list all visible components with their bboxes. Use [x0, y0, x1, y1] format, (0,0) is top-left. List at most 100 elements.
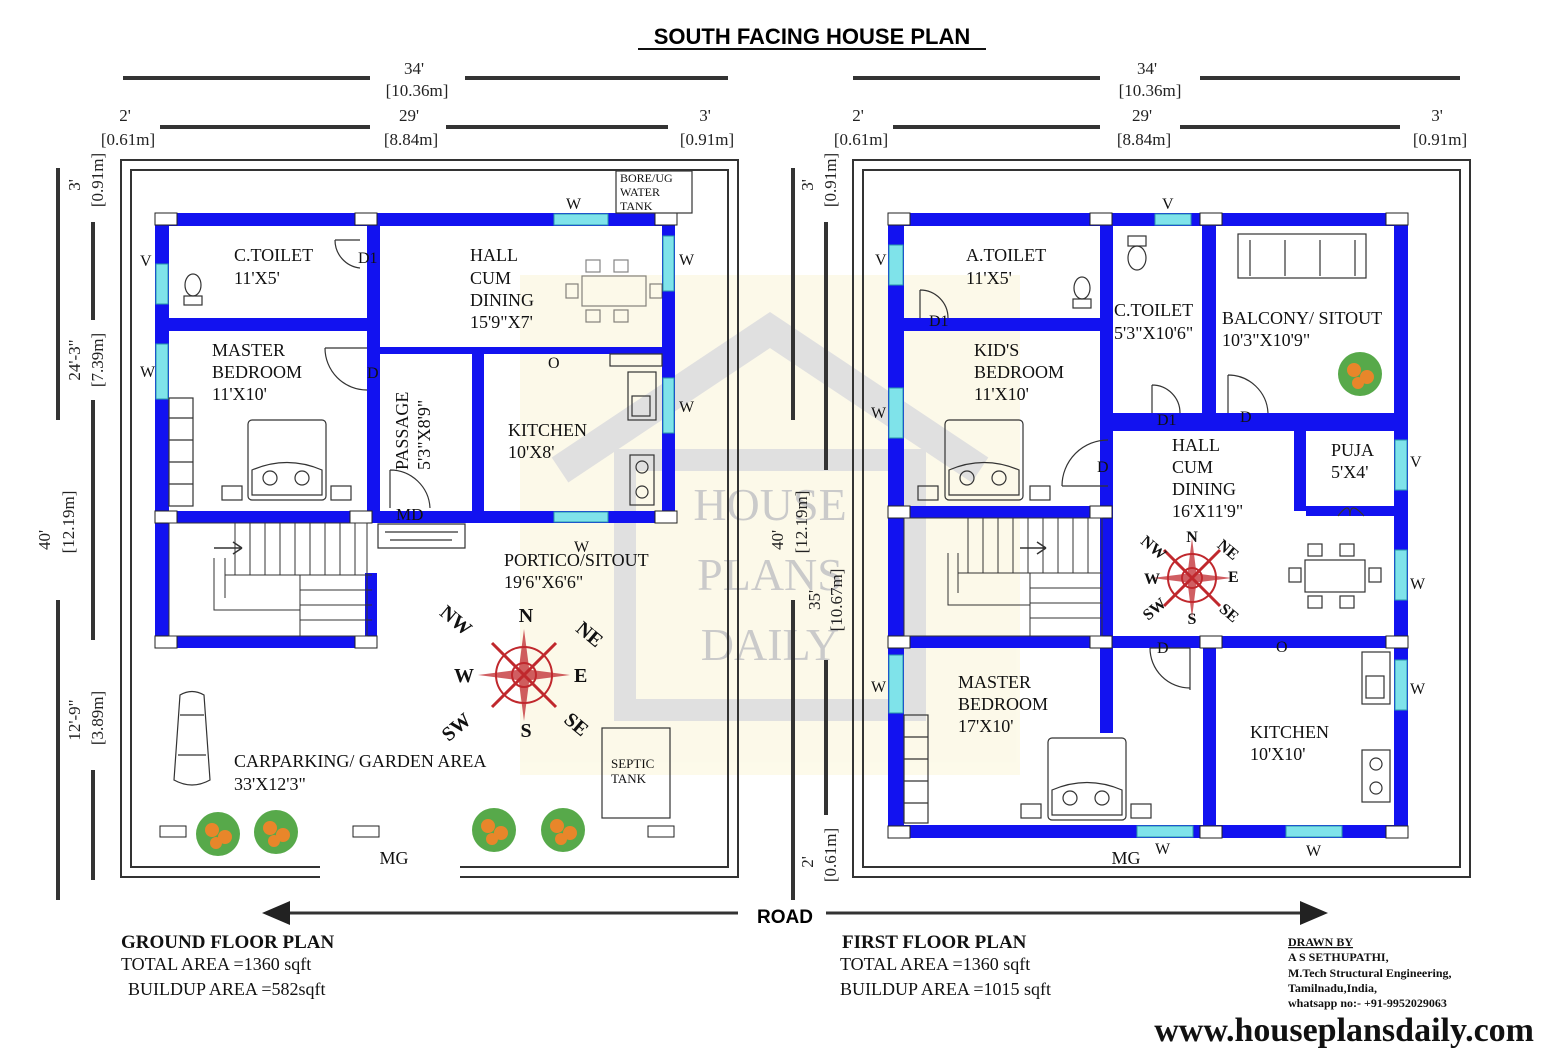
svg-text:[7.39m]: [7.39m] [88, 333, 107, 387]
svg-text:NE: NE [1214, 537, 1242, 564]
svg-text:[0.61m]: [0.61m] [101, 130, 155, 149]
svg-text:17'X10': 17'X10' [958, 716, 1014, 736]
ground-dims-top: 34' [10.36m] 2' [0.61m] 29' [8.84m] 3' [… [101, 59, 734, 149]
svg-text:[0.61m]: [0.61m] [834, 130, 888, 149]
svg-text:3': 3' [699, 106, 711, 125]
svg-text:W: W [679, 399, 695, 416]
svg-text:D: D [1157, 640, 1169, 657]
ground-portico-size: 19'6"X6'6" [504, 572, 583, 592]
svg-text:TANK: TANK [611, 771, 647, 786]
svg-text:W: W [1144, 571, 1160, 588]
ground-staircase [168, 522, 372, 637]
svg-text:V: V [140, 253, 152, 270]
svg-text:24'-3": 24'-3" [65, 339, 84, 380]
svg-text:5'X4': 5'X4' [1331, 462, 1369, 482]
credits-drawn-by: DRAWN BY [1288, 935, 1353, 949]
ground-caption-buildup: BUILDUP AREA =582sqft [128, 979, 326, 999]
ground-caption: GROUND FLOOR PLAN TOTAL AREA =1360 sqft … [121, 932, 335, 999]
ground-hall-size: 15'9"X7' [470, 312, 533, 332]
first-plant [1338, 352, 1382, 396]
svg-text:[0.91m]: [0.91m] [821, 153, 840, 207]
svg-text:3': 3' [1431, 106, 1443, 125]
ground-master-l1: MASTER [212, 340, 285, 360]
watermark: HOUSE PLANS DAILY [520, 275, 1020, 775]
ground-ctoilet-size: 11'X5' [234, 268, 280, 288]
credits-name: A S SETHUPATHI, [1288, 950, 1389, 964]
ground-passage-name: PASSAGE [392, 392, 412, 470]
svg-text:V: V [1410, 454, 1422, 471]
svg-text:[0.91m]: [0.91m] [680, 130, 734, 149]
ground-wc-icon [183, 273, 203, 306]
ground-caption-title: GROUND FLOOR PLAN [121, 932, 335, 953]
svg-text:11'X5': 11'X5' [966, 268, 1012, 288]
svg-text:W: W [454, 665, 474, 687]
ground-parking-name: CARPARKING/ GARDEN AREA [234, 751, 486, 771]
svg-text:[0.91m]: [0.91m] [88, 153, 107, 207]
ground-furniture [168, 170, 693, 819]
svg-text:34': 34' [404, 59, 424, 78]
ground-bed-icon [221, 419, 352, 501]
svg-text:40': 40' [35, 530, 54, 550]
svg-text:SW: SW [438, 709, 476, 746]
svg-text:BALCONY/ SITOUT: BALCONY/ SITOUT [1222, 308, 1382, 328]
first-furniture [903, 233, 1391, 824]
first-bed-kids-icon [917, 419, 1051, 501]
bore-water-tank [615, 170, 693, 214]
ground-master-l2: BEDROOM [212, 362, 302, 382]
svg-text:BORE/UG: BORE/UG [620, 171, 673, 185]
ground-wardrobe-icon [168, 397, 194, 507]
svg-text:[12.19m]: [12.19m] [792, 491, 811, 554]
svg-text:D: D [1240, 409, 1252, 426]
svg-text:10'X10': 10'X10' [1250, 744, 1306, 764]
svg-text:[8.84m]: [8.84m] [384, 130, 438, 149]
first-dining-table-icon [1288, 543, 1382, 609]
svg-text:W: W [566, 196, 582, 213]
ground-hall-l1: HALL [470, 245, 518, 265]
svg-text:W: W [871, 405, 887, 422]
svg-text:29': 29' [399, 106, 419, 125]
svg-text:BEDROOM: BEDROOM [974, 362, 1064, 382]
svg-text:O: O [1276, 639, 1288, 656]
svg-text:W: W [1155, 841, 1171, 858]
svg-text:W: W [574, 539, 590, 556]
svg-text:TANK: TANK [620, 199, 653, 213]
first-compass: N NE E SE S SW W NW [1137, 529, 1242, 628]
svg-text:2': 2' [119, 106, 131, 125]
svg-text:[8.84m]: [8.84m] [1117, 130, 1171, 149]
ground-portico-name: PORTICO/SITOUT [504, 550, 649, 570]
svg-text:11'X10': 11'X10' [974, 384, 1029, 404]
svg-text:S: S [520, 720, 531, 742]
svg-text:40': 40' [768, 530, 787, 550]
svg-text:E: E [574, 665, 587, 687]
first-walls [887, 212, 1409, 839]
svg-text:12'-9": 12'-9" [65, 699, 84, 740]
svg-text:BEDROOM: BEDROOM [958, 694, 1048, 714]
first-caption: FIRST FLOOR PLAN TOTAL AREA =1360 sqft B… [840, 932, 1051, 999]
first-caption-title: FIRST FLOOR PLAN [842, 932, 1027, 953]
svg-text:SW: SW [1140, 595, 1170, 624]
svg-text:NW: NW [1137, 533, 1169, 564]
svg-text:D: D [367, 365, 379, 382]
svg-text:PUJA: PUJA [1331, 440, 1374, 460]
first-stove-icon [1361, 749, 1391, 803]
svg-text:D1: D1 [1157, 412, 1177, 429]
ground-compound-wall: MG [120, 159, 739, 880]
svg-text:E: E [1228, 569, 1239, 586]
svg-text:N: N [519, 605, 534, 627]
ground-ctoilet-name: C.TOILET [234, 245, 313, 265]
svg-text:W: W [871, 679, 887, 696]
ground-passage-size: 5'3"X8'9" [414, 400, 434, 470]
ground-walls [154, 212, 678, 838]
first-main-gate: MG [1111, 848, 1140, 868]
svg-text:10'3"X10'9": 10'3"X10'9" [1222, 330, 1310, 350]
svg-text:DINING: DINING [1172, 479, 1236, 499]
svg-text:[0.91m]: [0.91m] [1413, 130, 1467, 149]
svg-text:34': 34' [1137, 59, 1157, 78]
svg-text:D1: D1 [929, 313, 949, 330]
first-caption-buildup: BUILDUP AREA =1015 sqft [840, 979, 1051, 999]
credits: DRAWN BY A S SETHUPATHI, M.Tech Structur… [1154, 935, 1534, 1049]
first-ctoilet-wc-icon [1127, 235, 1147, 271]
svg-text:CUM: CUM [1172, 457, 1213, 477]
credits-phone: whatsapp no:- +91-9952029063 [1288, 996, 1447, 1010]
